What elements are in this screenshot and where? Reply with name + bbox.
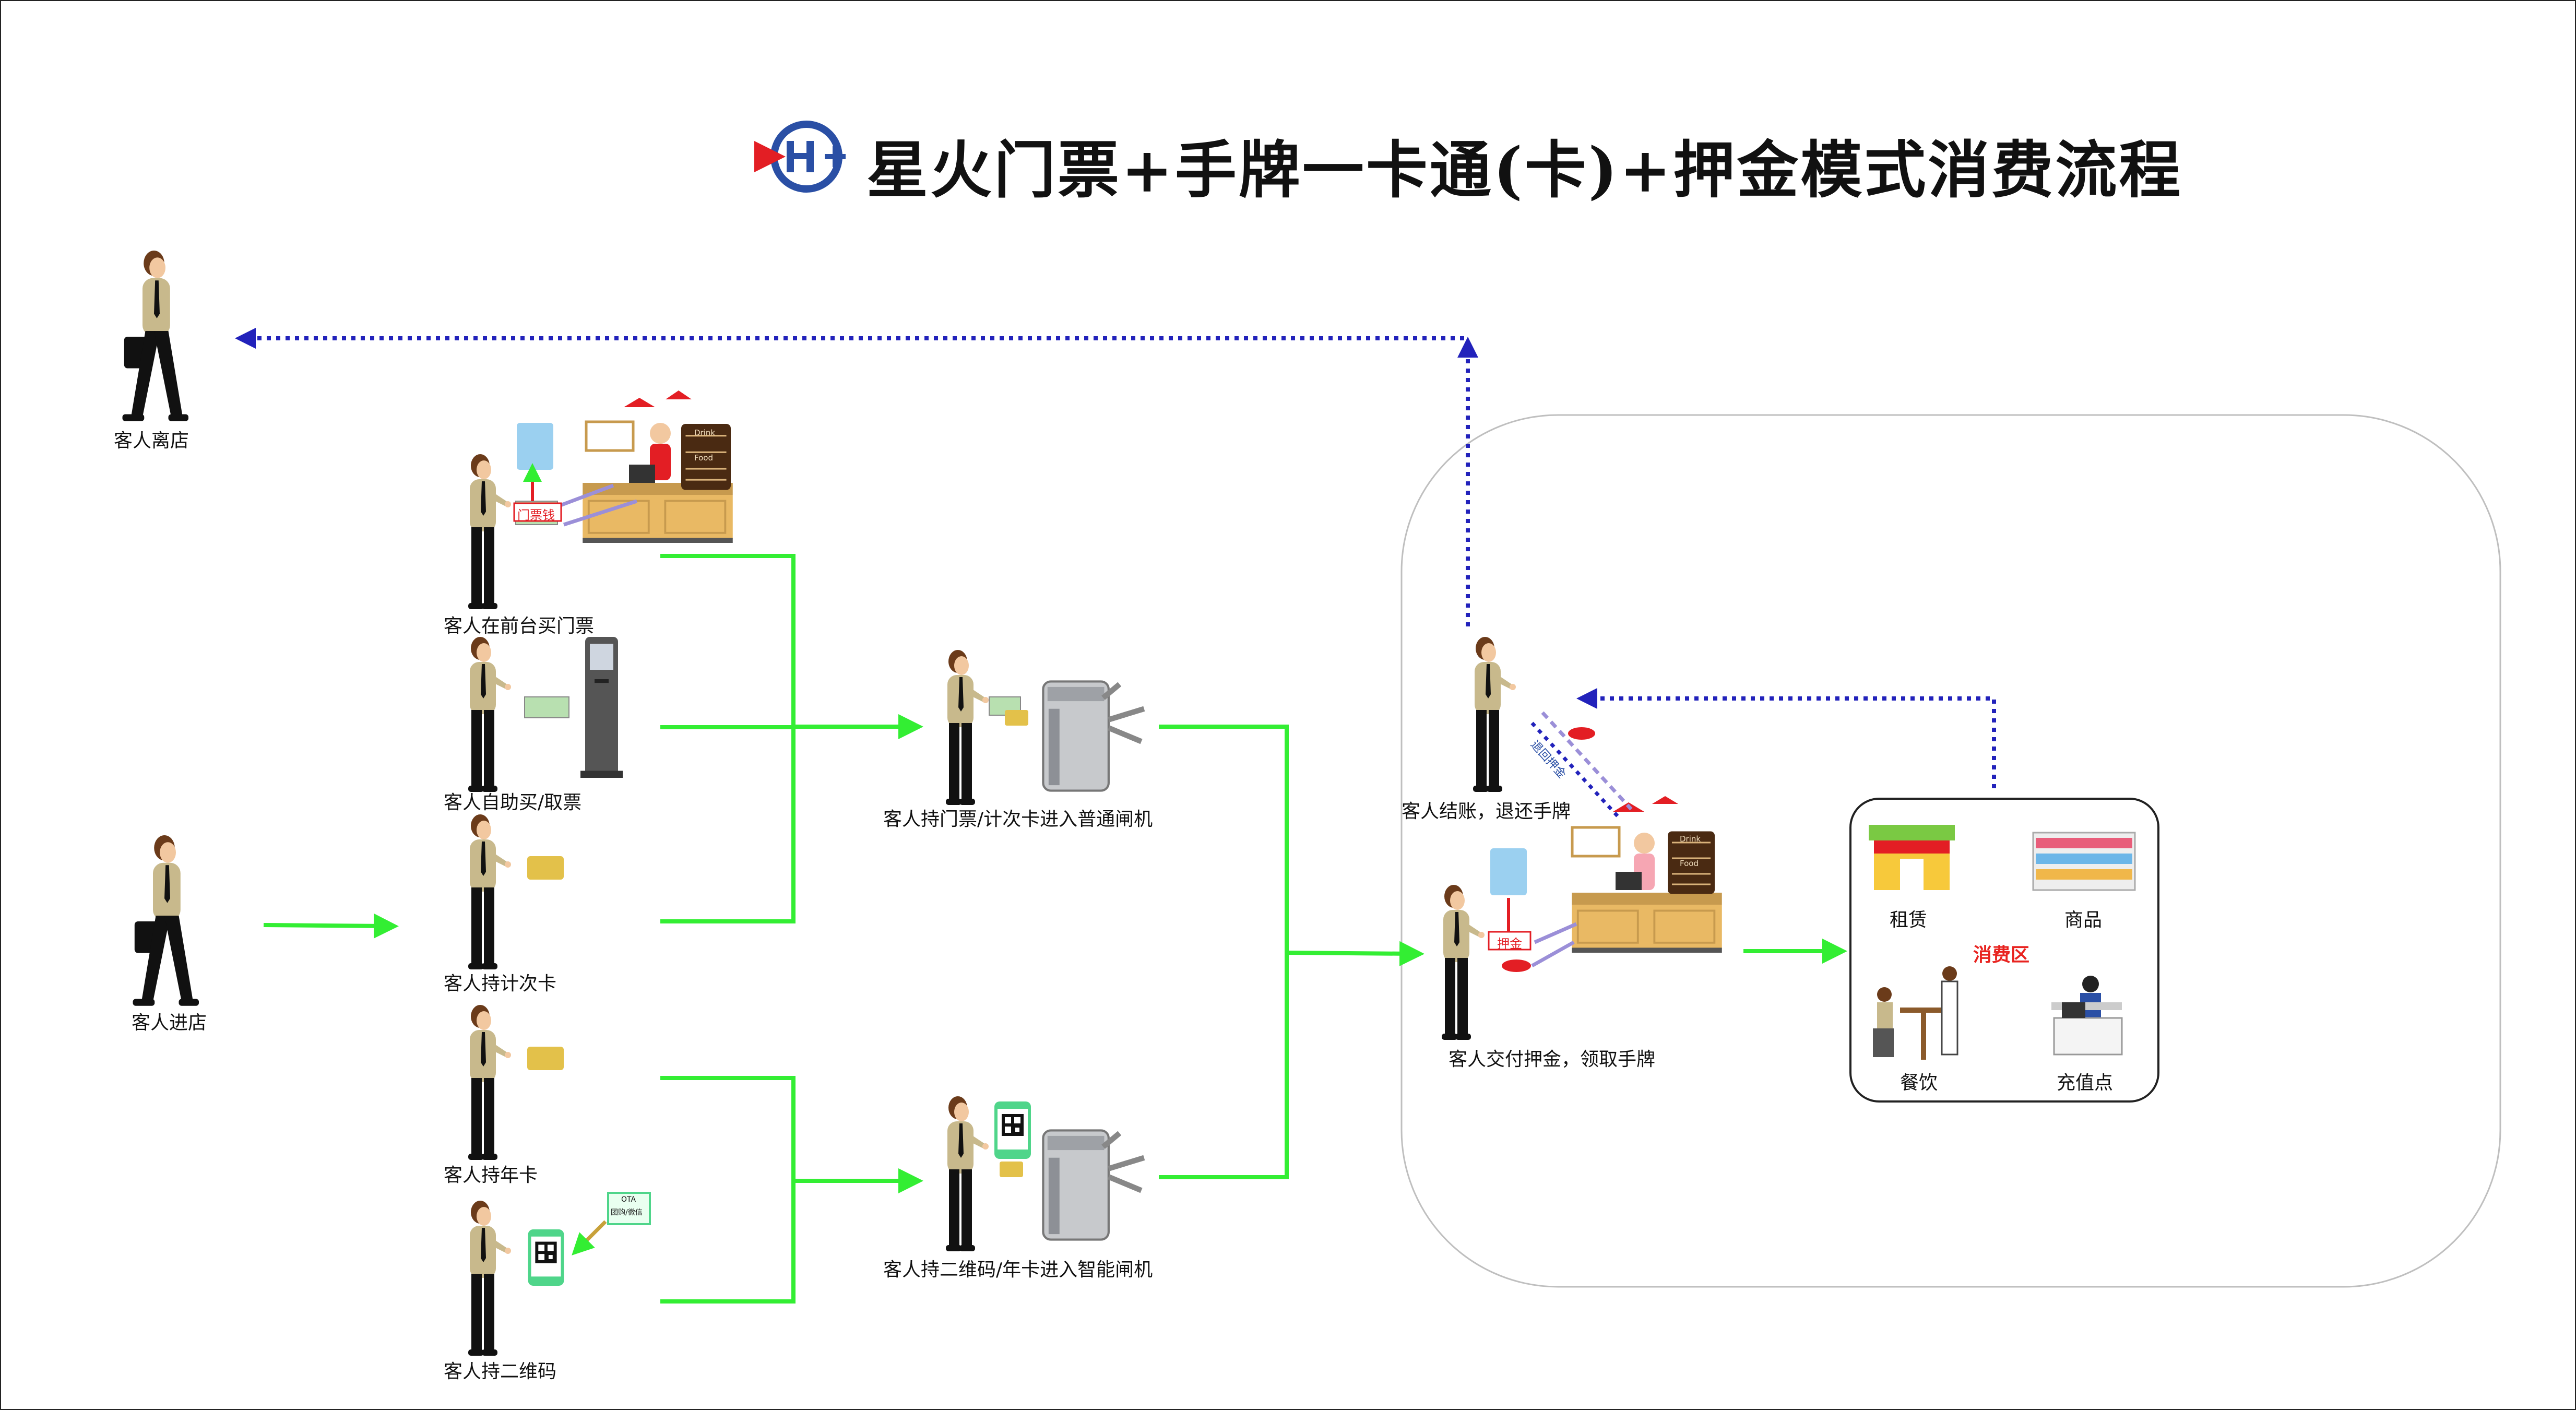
label-enter: 客人进店 — [132, 1012, 207, 1034]
qr-phone-icon — [528, 1229, 564, 1286]
year-card-icon — [527, 1047, 564, 1070]
blue-return-lines — [235, 328, 1996, 788]
customer-normal-gate-figure — [946, 650, 989, 805]
label-count-card: 客人持计次卡 — [444, 973, 557, 994]
label-leave: 客人离店 — [114, 430, 189, 452]
counter-drink-label: Drink — [1680, 834, 1701, 844]
ota-badge — [607, 1192, 651, 1225]
label-dining: 餐饮 — [1900, 1072, 1938, 1094]
customer-checkout-figure — [1473, 637, 1516, 792]
page-title: 星火门票+手牌一卡通(卡)+押金模式消费流程 — [866, 134, 2183, 206]
ticket-icon — [524, 696, 569, 718]
goods-shelf-icon — [2032, 832, 2136, 891]
label-deposit: 客人交付押金，领取手牌 — [1449, 1049, 1656, 1070]
return-wristband-icon — [1568, 727, 1595, 740]
wristband-icon — [1502, 959, 1531, 972]
customer-qr-code-figure — [468, 1201, 511, 1356]
counter-food-label: Food — [1680, 859, 1699, 868]
dining-icon — [1873, 966, 1958, 1060]
wristband-counter — [1572, 893, 1722, 953]
label-self-service: 客人自助买/取票 — [444, 792, 582, 813]
smart-gate-icon — [1043, 1130, 1144, 1239]
customer-leaving-figure — [122, 251, 188, 421]
customer-count-card-figure — [468, 814, 511, 969]
label-year-card: 客人持年卡 — [444, 1165, 538, 1186]
group-buy-label: 团购/微信 — [611, 1208, 643, 1217]
label-front-desk: 客人在前台买门票 — [444, 615, 595, 637]
rental-shop-icon — [1869, 825, 1955, 890]
drink-label: Drink — [694, 428, 716, 437]
ticket-kiosk-icon — [580, 637, 623, 778]
label-rental: 租赁 — [1890, 909, 1928, 931]
customer-self-service-figure — [468, 637, 511, 792]
customer-entering-figure — [133, 835, 199, 1006]
customer-deposit-figure — [1442, 885, 1485, 1040]
customer-front-desk-figure — [468, 454, 511, 609]
recharge-point-icon — [2051, 976, 2123, 1056]
customer-year-card-figure — [468, 1005, 511, 1160]
deposit-label: 押金 — [1497, 937, 1522, 951]
food-label: Food — [694, 453, 713, 463]
ticket-money-tag: 门票钱 — [517, 508, 555, 523]
normal-gate-icon — [1043, 681, 1144, 790]
deposit-tag — [1488, 931, 1532, 951]
logo-icon — [754, 121, 846, 193]
label-recharge: 充值点 — [2057, 1072, 2114, 1094]
green-flow-lines — [263, 554, 1847, 1304]
smart-gate-phone-icon — [994, 1101, 1031, 1159]
venue-area-outline — [1400, 414, 2501, 1288]
label-smart-gate: 客人持二维码/年卡进入智能闸机 — [883, 1259, 1153, 1281]
customer-smart-gate-figure — [946, 1096, 989, 1251]
ota-label: OTA — [621, 1195, 636, 1204]
label-normal-gate: 客人持门票/计次卡进入普通闸机 — [883, 809, 1153, 830]
count-card-icon — [527, 856, 564, 880]
label-checkout: 客人结账，退还手牌 — [1402, 801, 1571, 822]
label-qr-code: 客人持二维码 — [444, 1361, 557, 1382]
consumption-zone-title: 消费区 — [1973, 944, 2030, 966]
label-goods: 商品 — [2064, 909, 2103, 931]
